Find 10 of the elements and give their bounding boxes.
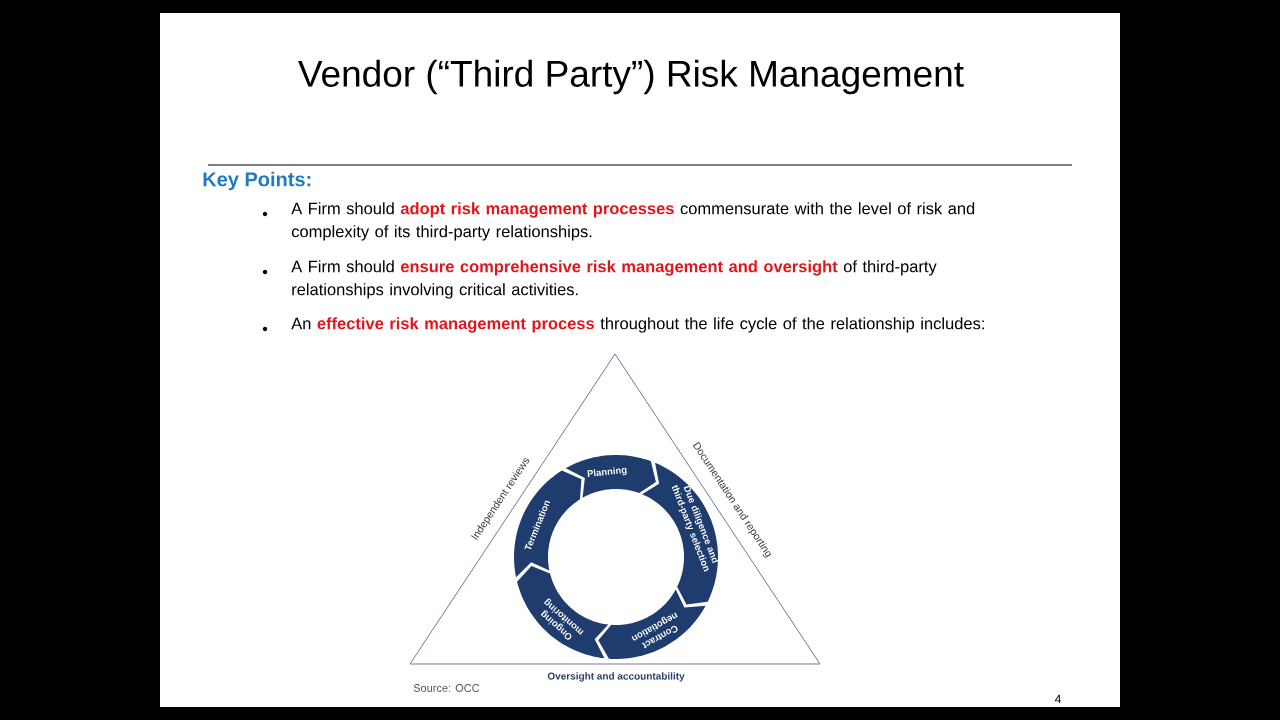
page-number: 4: [1054, 694, 1061, 704]
slide-title: Vendor (“Third Party”) Risk Management: [298, 59, 964, 95]
source-note: Source: OCC: [413, 684, 480, 692]
node-label: Planning: [587, 467, 627, 477]
bullet-text: A Firm should ensure comprehensive risk management and oversight of third-party relationships involving critical activities.: [291, 260, 937, 299]
bullet-text: A Firm should adopt risk management processes commensurate with the level of risk and complexity of its third-party relationships.: [291, 202, 975, 241]
side-label: Oversight and accountability: [547, 672, 685, 682]
cycle-arrow-segment: Planning: [565, 455, 656, 498]
bullet-text: An effective risk management process throughout the life cycle of the relationship includes:: [291, 317, 984, 333]
section-heading: Key Points:: [203, 171, 311, 191]
